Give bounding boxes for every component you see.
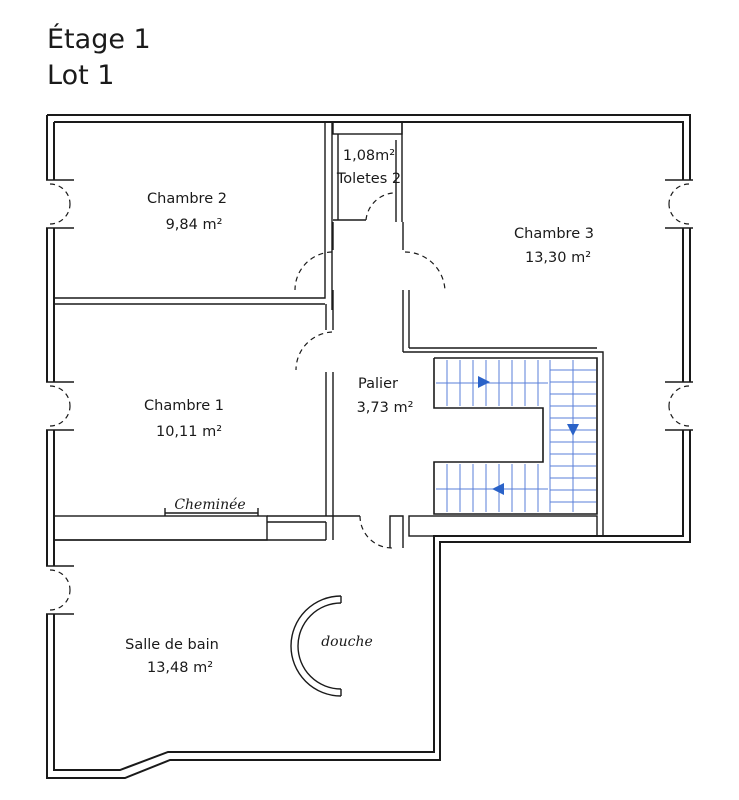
window-chambre3-top (665, 179, 693, 229)
exterior-wall-outer (46, 114, 691, 779)
toilets-name: Toletes 2 (336, 171, 401, 187)
palier-area: 3,73 m² (357, 400, 414, 416)
staircase (433, 357, 598, 515)
exterior-wall-inner (53, 121, 684, 771)
window-chambre3-bottom (665, 381, 693, 431)
window-chambre1 (46, 381, 74, 431)
chambre1-door-swing (295, 331, 333, 371)
window-chambre2 (46, 179, 74, 229)
chambre2-door-swing (294, 251, 333, 291)
chambre2-name: Chambre 2 (147, 191, 227, 207)
bathroom-name: Salle de bain (125, 637, 219, 653)
bathroom-door-swing (359, 515, 393, 549)
wall-strip-left (53, 515, 268, 541)
douche-label: douche (321, 634, 373, 650)
chambre3-door-swing (404, 251, 446, 293)
stair-arrow-right (478, 376, 490, 388)
toilets-top-wall (332, 121, 403, 135)
toilets-door-swing (365, 192, 394, 221)
cheminee-label: Cheminée (174, 497, 245, 513)
chambre2-area: 9,84 m² (166, 217, 223, 233)
bathroom-door-frame-right (389, 515, 404, 548)
staircase-outline (433, 357, 598, 515)
stair-enclosure-wall (403, 351, 604, 536)
chambre3-name: Chambre 3 (514, 226, 594, 242)
lot-subtitle: Lot 1 (47, 60, 115, 91)
bathroom-area: 13,48 m² (147, 660, 213, 676)
chambre2-walls (54, 122, 326, 299)
palier-name: Palier (358, 376, 398, 392)
chambre1-name: Chambre 1 (144, 398, 224, 414)
stair-arrow-down (567, 424, 579, 436)
floor-title: Étage 1 (47, 24, 151, 55)
window-bathroom (46, 565, 74, 615)
toilets-area: 1,08m² (343, 148, 395, 164)
chambre1-area: 10,11 m² (156, 424, 222, 440)
wall-strip-right (408, 515, 598, 537)
chambre3-area: 13,30 m² (525, 250, 591, 266)
shower-outer-arc (290, 595, 342, 697)
shower-inner-arc (297, 602, 342, 690)
stair-arrow-left (492, 483, 504, 495)
